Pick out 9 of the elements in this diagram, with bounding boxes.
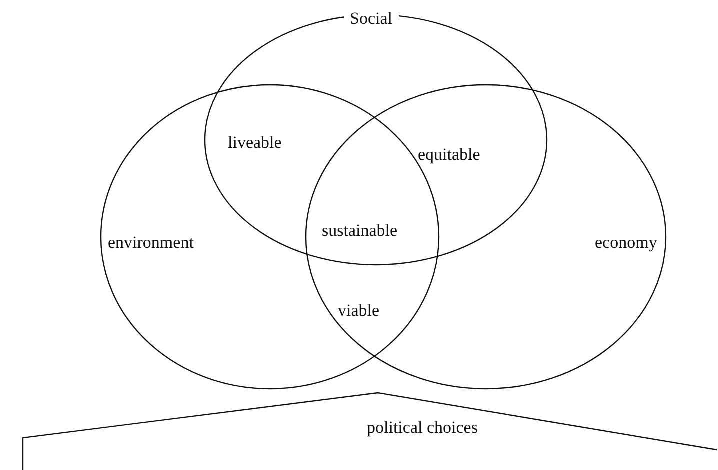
region-label: viable [338, 302, 380, 320]
region-label: equitable [418, 146, 480, 164]
region-label: liveable [228, 134, 282, 152]
circle-label: environment [108, 234, 194, 252]
venn-circle [305, 84, 667, 390]
region-label: sustainable [322, 222, 398, 240]
circle-label: economy [595, 234, 658, 252]
roof-label: political choices [367, 419, 478, 437]
roof-shape [22, 392, 718, 470]
